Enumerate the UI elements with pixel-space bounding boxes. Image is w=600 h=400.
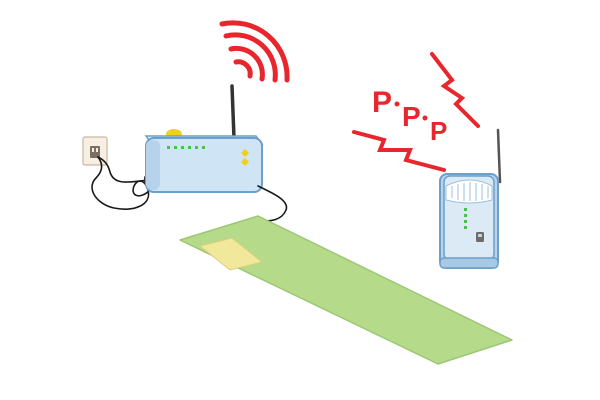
hub-side	[146, 140, 160, 190]
wifi-signal-icon	[219, 20, 290, 83]
receiver-device	[439, 128, 502, 269]
mat-cable	[257, 185, 288, 222]
receiver-speaker-grille	[451, 182, 489, 201]
alert-letter: P	[402, 101, 421, 132]
lightning-bolt-icon	[352, 52, 480, 172]
mat-label	[198, 237, 264, 271]
receiver-antenna	[496, 128, 502, 184]
power-cable	[91, 156, 151, 210]
alert-letter: P	[430, 116, 447, 146]
alert-dot	[394, 101, 400, 107]
transmitter-hub	[144, 84, 264, 193]
receiver-led-column	[464, 208, 467, 229]
receiver-speaker	[445, 179, 493, 204]
alert-letter: P	[372, 86, 392, 119]
alert-dot	[422, 115, 428, 121]
alert-sound-text: P P P	[372, 86, 447, 146]
receiver-base	[439, 257, 499, 269]
hub-led-row	[167, 146, 205, 149]
hub-indicator-light	[241, 158, 249, 166]
power-outlet-icon	[82, 136, 108, 166]
power-cable-to-hub	[97, 156, 149, 183]
hub-indicator-light	[241, 149, 249, 157]
sensor-mat	[179, 215, 513, 365]
hub-antenna	[230, 84, 236, 140]
